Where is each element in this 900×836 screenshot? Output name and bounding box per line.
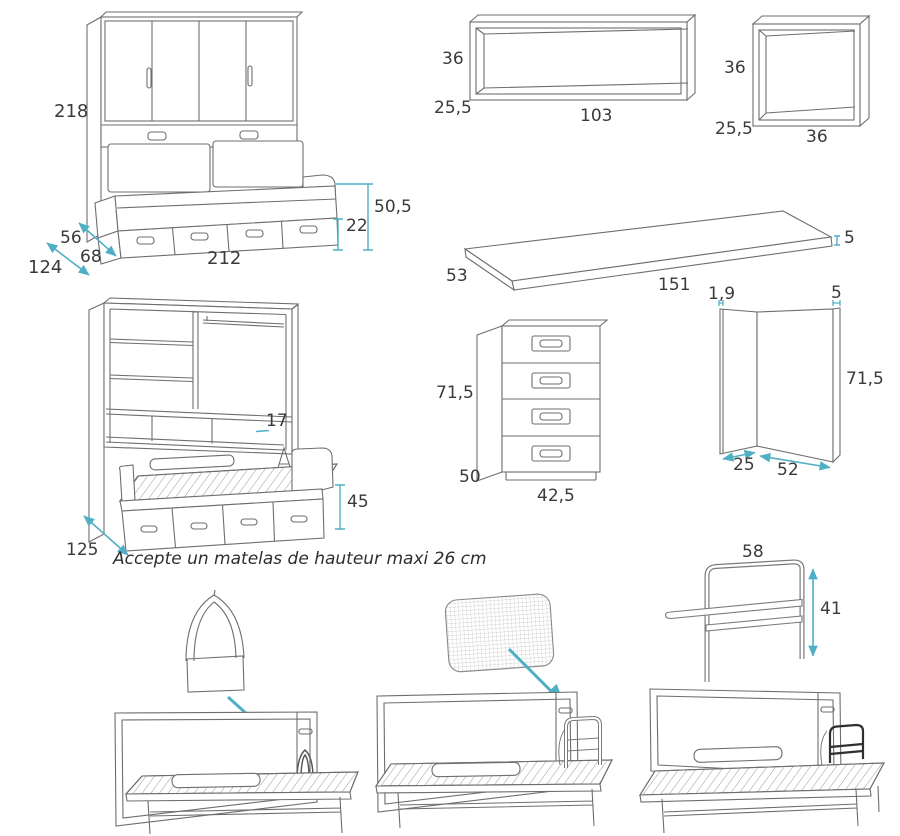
dim-wallbed-seat-height: 50,5 (374, 197, 412, 217)
dim-wallbed-height: 218 (54, 101, 89, 122)
dim-chest-height: 71,5 (436, 383, 474, 403)
dim-shelf-width: 103 (580, 106, 613, 126)
dim-wallbed-total-depth: 124 (28, 257, 63, 278)
dim-corner-left-thickness: 1,9 (708, 284, 736, 304)
figure-open-bed-left (114, 589, 359, 835)
dim-wallbed-seat-depth: 68 (80, 247, 102, 267)
figure-open-bed-right (638, 688, 885, 834)
figure-bed-rail (664, 559, 818, 682)
dim-open-depth: 125 (66, 540, 99, 560)
figure-wall-cube (751, 14, 871, 128)
dim-plank-thickness: 5 (844, 228, 855, 248)
dim-rail-width: 58 (742, 542, 764, 562)
dim-plank-length: 151 (658, 275, 691, 295)
dim-open-niche-height: 17 (266, 411, 288, 431)
dim-corner-right-width: 52 (777, 460, 799, 480)
dim-wallbed-width: 212 (207, 248, 242, 269)
figure-wall-shelf (468, 13, 697, 102)
dim-corner-right-thickness: 5 (831, 283, 842, 303)
figure-desk-top (463, 210, 840, 292)
dim-corner-left-width: 25 (733, 455, 755, 475)
figure-corner-panel (718, 300, 841, 471)
dim-wallbed-drawer-height: 22 (346, 216, 368, 236)
dim-wallbed-top-depth: 56 (60, 228, 82, 248)
figure-wallbed-open (83, 297, 345, 556)
dim-corner-height: 71,5 (846, 369, 884, 389)
dim-chest-depth: 50 (459, 467, 481, 487)
dim-shelf-height: 36 (442, 49, 464, 69)
figure-drawer-chest (476, 319, 609, 482)
dim-cube-depth: 25,5 (715, 119, 753, 139)
dim-cube-height: 36 (724, 58, 746, 78)
dim-cube-width: 36 (806, 127, 828, 147)
figure-open-bed-middle (374, 593, 613, 829)
dim-shelf-depth: 25,5 (434, 98, 472, 118)
dim-rail-height: 41 (820, 599, 842, 619)
mattress-note: Accepte un matelas de hauteur maxi 26 cm (113, 549, 487, 569)
figure-wallbed-closed (46, 11, 373, 276)
dim-open-bed-height: 45 (347, 492, 369, 512)
dim-chest-width: 42,5 (537, 486, 575, 506)
dim-plank-depth: 53 (446, 266, 468, 286)
